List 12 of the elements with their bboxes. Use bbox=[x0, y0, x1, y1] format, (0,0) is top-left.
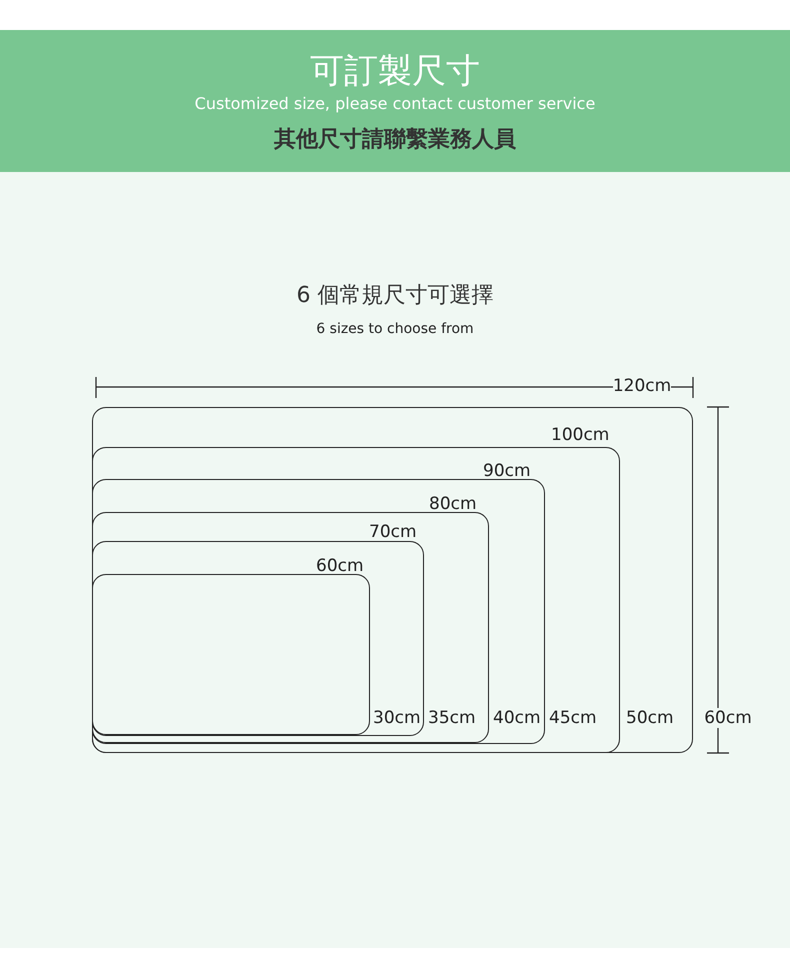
dimension-label: 60cm bbox=[704, 708, 752, 728]
size-label: 80cm bbox=[429, 494, 477, 514]
section-heading: 6 個常規尺寸可選擇 bbox=[296, 282, 494, 310]
title: 可訂製尺寸 bbox=[310, 50, 480, 93]
subtitle: Customized size, please contact customer service bbox=[194, 94, 596, 113]
size-label: 90cm bbox=[483, 461, 531, 481]
section-subheading: 6 sizes to choose from bbox=[316, 321, 474, 337]
size-label: 70cm bbox=[369, 522, 417, 542]
size-label: 60cm bbox=[316, 556, 364, 576]
size-outline bbox=[92, 407, 693, 753]
size-label: 100cm bbox=[551, 425, 610, 445]
subtitle: 其他尺寸請聯繫業務人員 bbox=[274, 126, 516, 154]
